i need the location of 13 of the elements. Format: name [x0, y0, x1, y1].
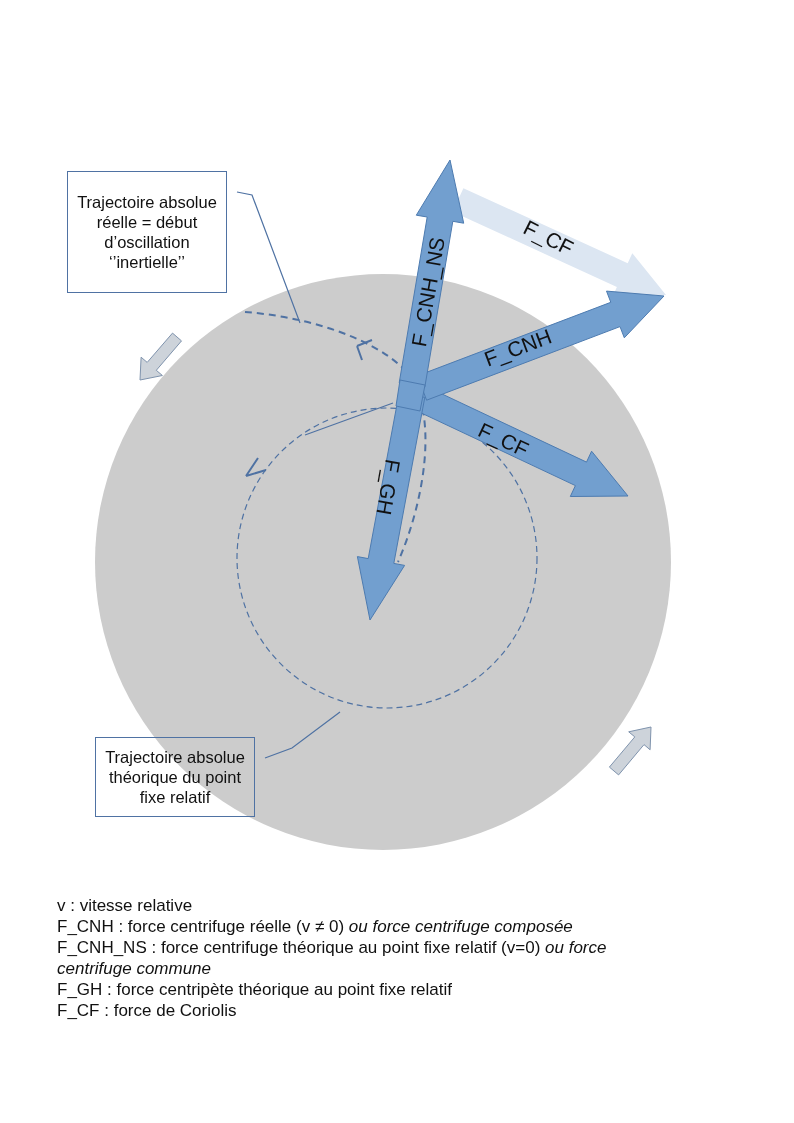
- force-label: F_CF: [473, 418, 532, 462]
- key-text: F_CNH_NS : force centrifuge théorique au point fixe relatif (v=0) ou force centrifuge commune: [57, 937, 608, 979]
- leader-line: [264, 711, 341, 759]
- callout-box: Trajectoire absolue théorique du point fixe relatif: [95, 737, 255, 817]
- force-label: F_CNH_NS: [406, 235, 450, 349]
- key-text: v : vitesse relative: [57, 895, 194, 916]
- callout-box: Trajectoire absolue réelle = début d’oscillation ‘’inertielle’’: [67, 171, 227, 293]
- key-text: F_CF : force de Coriolis: [57, 1000, 238, 1021]
- leader-line: [236, 191, 301, 324]
- force-label: F_CF: [518, 215, 577, 261]
- force-label: F_GH: [371, 457, 405, 517]
- key-text: F_CNH : force centrifuge réelle (v ≠ 0) ou force centrifuge composée: [57, 916, 574, 937]
- key-text: F_GH : force centripète théorique au point fixe relatif: [57, 979, 453, 1000]
